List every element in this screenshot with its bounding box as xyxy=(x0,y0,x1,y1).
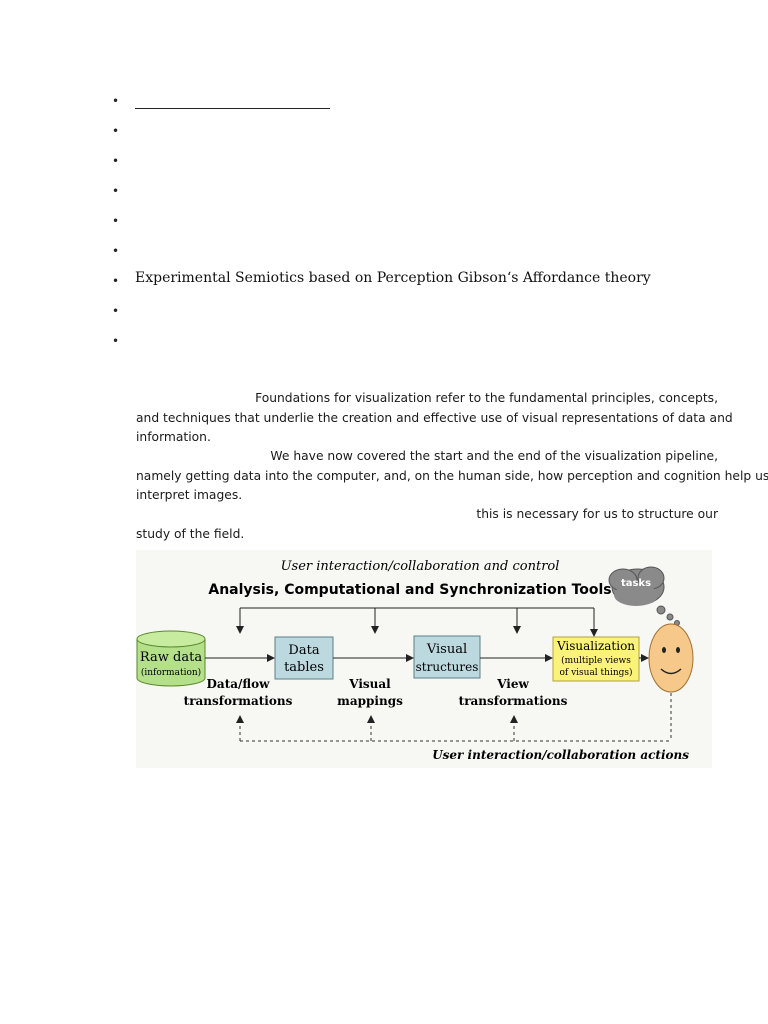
bullet-dot: • xyxy=(112,274,119,288)
bullet-dot: • xyxy=(112,244,119,258)
bullet-item: • xyxy=(112,88,712,108)
paragraph-foundations: Foundations for visualization refer to t… xyxy=(136,389,718,448)
bullet-item: • xyxy=(112,208,712,228)
visual-mappings-label-2: mappings xyxy=(337,694,403,708)
paragraph-line: information. xyxy=(136,428,718,448)
blank-underline xyxy=(135,108,330,109)
paragraph-line: We have now covered the start and the en… xyxy=(136,447,718,467)
bottom-caption: User interaction/collaboration actions xyxy=(432,748,689,762)
paragraph-line: and techniques that underlie the creatio… xyxy=(136,409,718,429)
paragraph-structure: this is necessary for us to structure ou… xyxy=(136,505,718,544)
bullet-item: • xyxy=(112,298,712,318)
tools-title: Analysis, Computational and Synchronizat… xyxy=(208,582,611,598)
visualization-box: Visualization (multiple views of visual … xyxy=(553,637,639,681)
top-caption: User interaction/collaboration and contr… xyxy=(281,559,560,574)
bullet-item: • xyxy=(112,148,712,168)
data-flow-label-2: transformations xyxy=(184,694,293,708)
visual-structures-box: Visual structures xyxy=(414,636,480,678)
paragraph-pipeline: We have now covered the start and the en… xyxy=(136,447,718,506)
raw-data-cylinder: Raw data (information) xyxy=(137,631,205,686)
visualization-pipeline-figure: User interaction/collaboration and contr… xyxy=(136,550,712,768)
data-flow-label-1: Data/flow xyxy=(207,677,271,691)
visualization-label: Visualization xyxy=(556,639,635,653)
bullet-item: • xyxy=(112,238,712,258)
bullet-dot: • xyxy=(112,184,119,198)
cloud-label: tasks xyxy=(621,578,651,589)
bullet-dot: • xyxy=(112,124,119,138)
bullet-item: • xyxy=(112,328,712,348)
bullet-item: • Experimental Semiotics based on Percep… xyxy=(112,268,712,288)
visualization-sublabel-2: of visual things) xyxy=(559,667,632,678)
data-tables-label-2: tables xyxy=(284,660,324,675)
data-tables-label-1: Data xyxy=(288,643,319,658)
paragraph-line: study of the field. xyxy=(136,525,718,545)
view-transformations-label-1: View xyxy=(496,677,529,691)
bullet-dot: • xyxy=(112,304,119,318)
bullet-dot: • xyxy=(112,214,119,228)
bullet-dot: • xyxy=(112,154,119,168)
raw-data-label: Raw data xyxy=(140,650,202,665)
bullet-item: • xyxy=(112,178,712,198)
visual-mappings-label-1: Visual xyxy=(348,677,391,691)
visual-structures-label-2: structures xyxy=(416,660,479,674)
paragraph-line: interpret images. xyxy=(136,486,718,506)
bullet-text: Experimental Semiotics based on Percepti… xyxy=(135,268,651,288)
visualization-sublabel-1: (multiple views xyxy=(561,655,631,666)
view-transformations-label-2: transformations xyxy=(459,694,568,708)
raw-data-sublabel: (information) xyxy=(141,667,201,678)
bullet-dot: • xyxy=(112,334,119,348)
paragraph-line: this is necessary for us to structure ou… xyxy=(136,505,718,525)
bullet-dot: • xyxy=(112,94,119,108)
visual-structures-label-1: Visual xyxy=(426,642,467,657)
data-tables-box: Data tables xyxy=(275,637,333,679)
paragraph-line: Foundations for visualization refer to t… xyxy=(136,389,718,409)
paragraph-line: namely getting data into the computer, a… xyxy=(136,467,718,487)
bullet-item: • xyxy=(112,118,712,138)
user-face xyxy=(649,624,693,692)
